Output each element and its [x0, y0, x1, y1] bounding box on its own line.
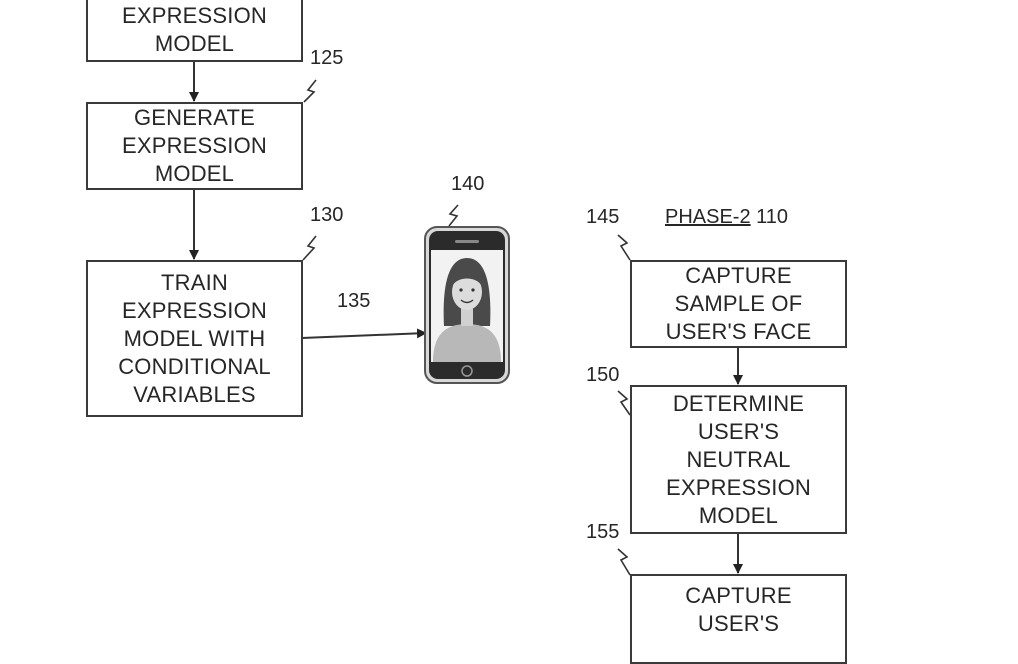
box-line: MODEL WITH: [123, 325, 266, 351]
ref-130: 130: [310, 204, 344, 226]
ref-135: 135: [337, 290, 371, 312]
leader-125: [303, 79, 317, 103]
box-line: SAMPLE OF: [674, 291, 803, 316]
box-line: USER'S: [697, 611, 780, 636]
phase-2-title: PHASE-2 110: [665, 206, 788, 229]
box-line: VARIABLES: [133, 381, 256, 407]
box-line: GENERATE: [134, 105, 255, 130]
box-line: CAPTURE: [685, 583, 792, 608]
connectors: [189, 61, 743, 576]
arrow-train-to-device: [301, 328, 427, 339]
ref-150: 150: [586, 364, 620, 386]
phase-2-label: PHASE-2: [665, 206, 751, 228]
box-capture-users: CAPTURE USER'S: [630, 574, 847, 664]
box-determine-neutral-expression-model: DETERMINE USER'S NEUTRAL EXPRESSION MODE…: [630, 385, 847, 534]
box-line: USER'S: [697, 418, 780, 444]
box-line: EXPRESSION: [121, 133, 268, 158]
box-line: EXPRESSION: [665, 474, 812, 500]
box-line: NEUTRAL: [686, 446, 791, 472]
ref-125: 125: [310, 47, 344, 69]
leader-130: [302, 235, 317, 261]
box-line: USER'S FACE: [665, 319, 812, 344]
ref-140: 140: [451, 173, 485, 195]
ref-145: 145: [586, 206, 620, 228]
ref-155: 155: [586, 521, 620, 543]
box-line: EXPRESSION: [121, 297, 268, 323]
box-line: MODEL: [154, 161, 235, 186]
box-line: MODEL: [698, 502, 779, 528]
box-line: TRAIN: [161, 269, 228, 295]
box-line: DETERMINE: [672, 390, 805, 416]
box-expression-model-top: EXPRESSION MODEL: [86, 0, 303, 62]
box-line: CONDITIONAL: [118, 353, 271, 379]
leader-150: [617, 390, 631, 416]
phase-2-ref: 110: [756, 206, 789, 228]
leader-145: [617, 234, 631, 261]
box-line: CAPTURE: [685, 263, 792, 288]
box-generate-expression-model: GENERATE EXPRESSION MODEL: [86, 102, 303, 190]
leader-140: [448, 204, 459, 227]
box-line: EXPRESSION: [121, 3, 268, 28]
smartphone-user-face-icon: [424, 226, 510, 384]
leader-155: [617, 548, 631, 576]
box-train-expression-model: TRAIN EXPRESSION MODEL WITH CONDITIONAL …: [86, 260, 303, 417]
box-line: MODEL: [154, 31, 235, 56]
box-capture-sample-of-users-face: CAPTURE SAMPLE OF USER'S FACE: [630, 260, 847, 348]
